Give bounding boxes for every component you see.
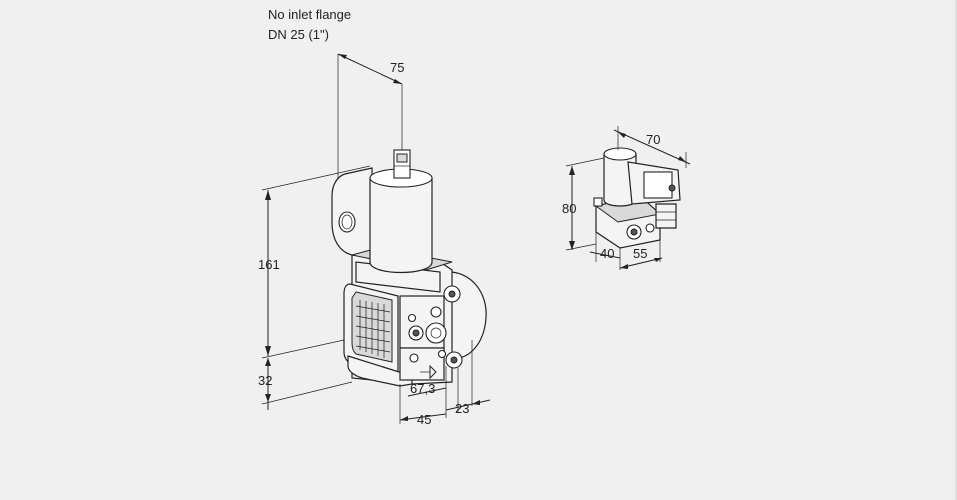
main-dimensions: 75 161 32 67,3 45 23 — [258, 53, 491, 427]
dim-line-75 — [337, 53, 403, 85]
dim-label-23: 23 — [455, 401, 469, 416]
dim-label-45: 45 — [417, 412, 431, 427]
main-valve-drawing — [331, 149, 487, 387]
bracket-hole — [338, 211, 356, 233]
dim-label-70: 70 — [646, 132, 660, 147]
dim-line-23 — [445, 399, 491, 411]
dim-line-67-3 — [407, 387, 447, 397]
dim-label-67-3: 67,3 — [410, 381, 435, 396]
dim-label-32: 32 — [258, 373, 272, 388]
small-valve-drawing — [593, 147, 681, 249]
dim-label-80: 80 — [562, 201, 576, 216]
dim-label-55: 55 — [633, 246, 647, 261]
bolt-upper — [430, 306, 442, 318]
note-line-1: No inlet flange — [268, 7, 351, 22]
note-line-2: DN 25 (1") — [268, 27, 329, 42]
solenoid-bracket — [331, 167, 373, 257]
front-face-lower — [399, 347, 445, 381]
dim-label-161: 161 — [258, 257, 280, 272]
port-large — [425, 322, 447, 344]
dim-line-40 — [589, 251, 621, 259]
dim-label-40: 40 — [600, 246, 614, 261]
solenoid-coil — [369, 177, 433, 274]
small-cable-gland — [655, 203, 677, 229]
dim-line-70 — [613, 129, 691, 165]
dim-label-75: 75 — [390, 60, 404, 75]
small-dimensions: 70 80 40 55 — [562, 126, 691, 270]
strainer-mesh — [355, 300, 391, 358]
